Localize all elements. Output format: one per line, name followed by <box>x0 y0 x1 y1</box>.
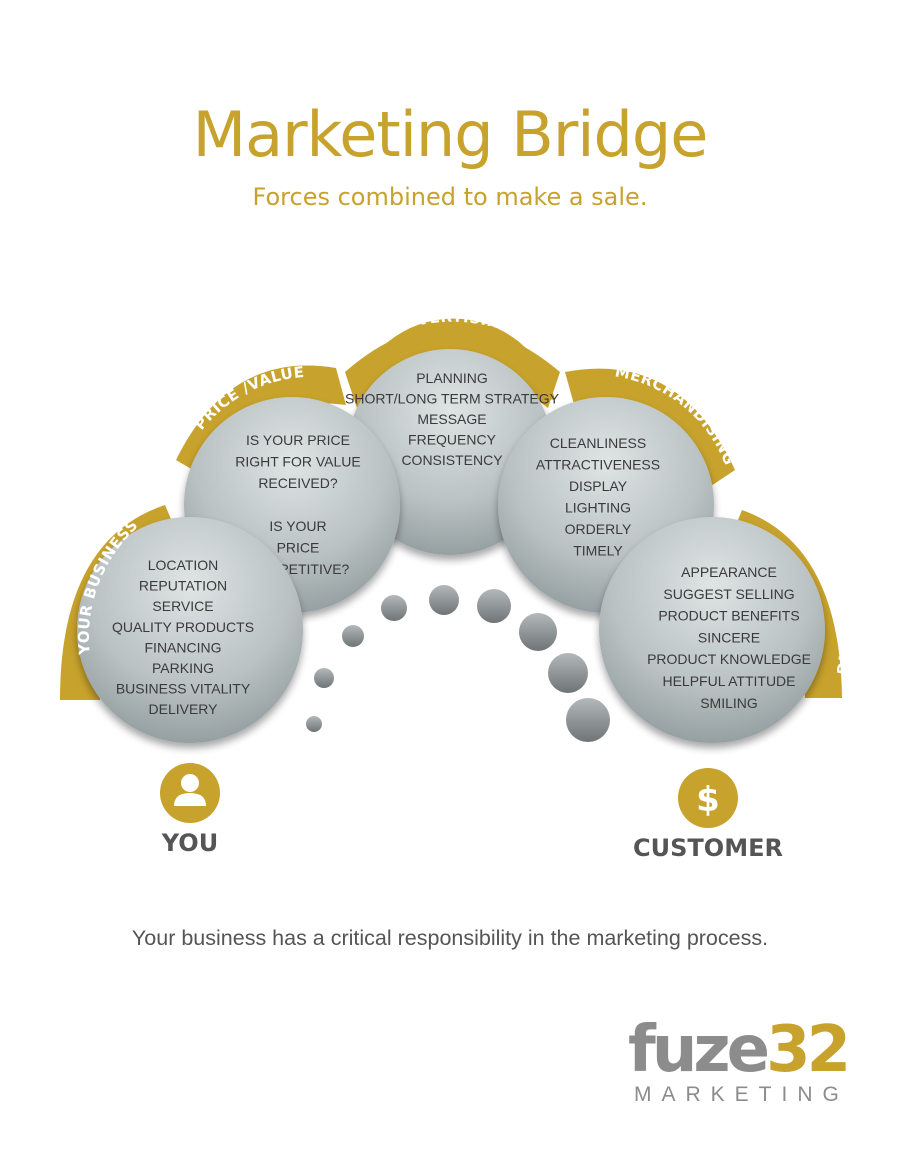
arc-dot <box>381 595 407 621</box>
section-item: MESSAGE <box>417 411 486 427</box>
endpoint-customer: $ CUSTOMER <box>633 768 783 862</box>
section-item: IS YOUR PRICE <box>246 432 350 448</box>
personal-selling-circle <box>599 517 825 743</box>
section-item: IS YOUR <box>269 518 326 534</box>
section-item: PRODUCT BENEFITS <box>658 608 799 624</box>
person-icon-head <box>181 774 199 792</box>
dollar-icon <box>678 768 738 828</box>
logo-subtitle: MARKETING <box>634 1083 849 1106</box>
section-item: PRICE <box>277 540 320 556</box>
section-item: CONSISTENCY <box>401 452 503 468</box>
section-item: REPUTATION <box>139 578 227 594</box>
section-item: PLANNING <box>416 370 488 386</box>
section-item: TIMELY <box>573 543 623 559</box>
section-item: DELIVERY <box>149 701 219 717</box>
fuze32-logo: fuze32 MARKETING <box>628 1013 851 1115</box>
page-subtitle: Forces combined to make a sale. <box>252 183 648 211</box>
section-item: PARKING <box>152 660 214 676</box>
section-item: SHORT/LONG TERM STRATEGY <box>345 391 560 407</box>
arc-dot <box>548 653 588 693</box>
arc-dot <box>342 625 364 647</box>
section-item: SUGGEST SELLING <box>663 586 794 602</box>
arc-dot <box>306 716 322 732</box>
section-item: LOCATION <box>148 557 219 573</box>
section-item: PRODUCT KNOWLEDGE <box>647 651 811 667</box>
dots-arc <box>306 585 610 742</box>
dollar-symbol: $ <box>696 780 720 820</box>
person-icon-body <box>174 793 206 806</box>
section-item: ATTRACTIVENESS <box>536 457 660 473</box>
section-item: DISPLAY <box>569 478 628 494</box>
page-title: Marketing Bridge <box>192 98 709 171</box>
arc-dot <box>314 668 334 688</box>
section-item: FINANCING <box>145 639 222 655</box>
endpoint-you: YOU <box>160 763 220 857</box>
logo-wordmark-gold: 32 <box>766 1013 851 1087</box>
section-item: SINCERE <box>698 629 760 645</box>
section-item: SMILING <box>700 695 758 711</box>
personal-selling-items: APPEARANCE SUGGEST SELLING PRODUCT BENEFIT… <box>647 564 811 711</box>
arc-dot <box>429 585 459 615</box>
merchandising-items: CLEANLINESS ATTRACTIVENESS DISPLAY LIGHTING… <box>536 435 660 559</box>
section-item: FREQUENCY <box>408 432 497 448</box>
section-item: HELPFUL ATTITUDE <box>662 673 795 689</box>
arc-dot <box>477 589 511 623</box>
section-item: CLEANLINESS <box>550 435 646 451</box>
you-label: YOU <box>161 829 218 857</box>
section-item: QUALITY PRODUCTS <box>112 619 254 635</box>
section-item: ORDERLY <box>565 521 632 537</box>
tagline: Your business has a critical responsibil… <box>131 926 769 950</box>
arc-dot <box>566 698 610 742</box>
section-your-business: YOUR BUSINESS LOCATIONREPUTATIONSERVICEQ… <box>60 505 303 743</box>
your-business-circle <box>77 517 303 743</box>
section-item: RIGHT FOR VALUE <box>235 454 361 470</box>
section-item: SERVICE <box>152 598 213 614</box>
section-item: LIGHTING <box>565 500 631 516</box>
logo-wordmark: fuze32 <box>628 1013 851 1087</box>
customer-label: CUSTOMER <box>633 834 783 862</box>
advertising-items: PLANNING SHORT/LONG TERM STRATEGY MESSAGE F… <box>345 370 560 468</box>
your-business-items: LOCATION REPUTATION SERVICE QUALITY PRODUCT… <box>112 557 254 717</box>
section-item: BUSINESS VITALITY <box>116 681 251 697</box>
arc-dot <box>519 613 557 651</box>
section-item: RECEIVED? <box>258 475 338 491</box>
section-item: APPEARANCE <box>681 564 777 580</box>
logo-wordmark-grey: fuze <box>628 1013 770 1087</box>
